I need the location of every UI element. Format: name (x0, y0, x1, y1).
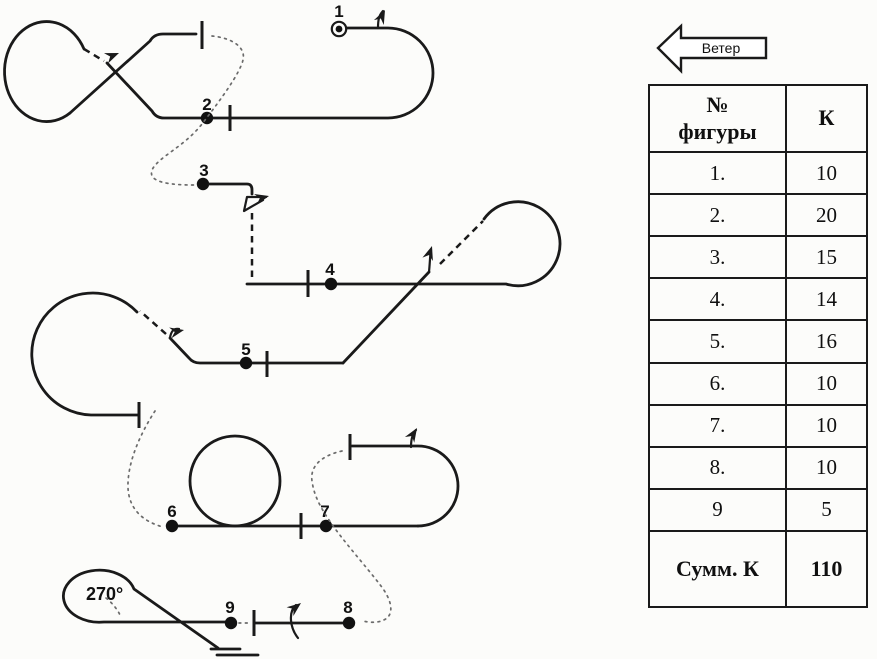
cell-figure: 4. (648, 277, 787, 322)
figure4-dashed-climb (439, 220, 484, 265)
table-row: 9 5 (648, 487, 868, 532)
figure5-arrow-icon (169, 327, 184, 339)
connector-5-6 (127, 410, 164, 528)
figure1-start-dot (335, 25, 343, 33)
figure7-arrow-icon (404, 428, 417, 443)
table-row: 2. 20 (648, 193, 868, 238)
figure9-start-dot (224, 616, 238, 630)
figure1-path (229, 26, 435, 120)
figure6-start-dot (165, 519, 179, 533)
figure-7: 7 (319, 428, 460, 533)
figure7-turn-path (350, 444, 460, 528)
cell-k: 10 (785, 445, 868, 490)
turn-angle-label: 270° (86, 584, 123, 604)
figure3-label: 3 (199, 161, 208, 180)
figure5-start-dot (239, 356, 253, 370)
wind-arrow-icon (656, 23, 768, 74)
figure5-entry-line (168, 336, 345, 365)
figure1-arrow-icon (373, 10, 385, 25)
figure2-dashdot-segment (83, 47, 105, 63)
table-row: 1. 10 (648, 151, 868, 196)
figure2-label: 2 (202, 95, 211, 114)
cell-figure: 5. (648, 319, 787, 364)
wind-indicator: Ветер (656, 23, 768, 74)
figure7-label: 7 (320, 502, 329, 521)
table-total-row: Сумм. К 110 (648, 529, 868, 609)
table-row: 7. 10 (648, 403, 868, 448)
figure2-lower-diagonal (105, 61, 233, 120)
figure2-upper-diagonal (68, 32, 198, 115)
figure3-start-dot (196, 177, 210, 191)
figure8-roll-arrow-icon (286, 603, 301, 616)
table-row: 5. 16 (648, 319, 868, 364)
figure8-start-dot (342, 616, 356, 630)
connector-7-8 (310, 450, 392, 624)
total-value: 110 (785, 529, 868, 609)
cell-k: 10 (785, 403, 868, 448)
figure9-label: 9 (225, 598, 234, 617)
figure9-line-and-turn (62, 568, 228, 650)
cell-figure: 6. (648, 361, 787, 406)
figure6-label: 6 (167, 502, 176, 521)
k-factor-table: № фигуры К 1. 10 2. 20 3. 15 4. 14 5. 16… (648, 83, 868, 609)
figure-9: 9 270° (62, 568, 260, 657)
wind-label: Ветер (702, 40, 741, 56)
cell-k: 20 (785, 193, 868, 238)
figure-1: 1 (229, 2, 435, 120)
table-row: 4. 14 (648, 277, 868, 322)
figure5-dashed-segment (139, 310, 167, 335)
figure3-flag-arrow-icon (254, 194, 269, 205)
figure4-arrow-icon (422, 246, 433, 262)
figure4-climb-diagonal (341, 270, 431, 365)
figure7-start-dot (319, 519, 333, 533)
figure-5: 5 (30, 291, 345, 428)
cell-figure: 1. (648, 151, 787, 196)
cell-k: 10 (785, 151, 868, 196)
figure5-label: 5 (241, 340, 250, 359)
figure1-start-ring (330, 20, 348, 38)
cell-k: 5 (785, 487, 868, 532)
figure9-turn-direction-dotted (105, 597, 122, 618)
cell-figure: 2. (648, 193, 787, 238)
header-figure-number: № фигуры (648, 83, 787, 154)
figure-8: 8 (252, 598, 356, 640)
figure4-start-dot (324, 277, 338, 291)
cell-figure: 9 (648, 487, 787, 532)
figure-2: 2 (3, 20, 233, 131)
cell-k: 16 (785, 319, 868, 364)
cell-k: 14 (785, 277, 868, 322)
figure5-loop (30, 291, 141, 417)
figure1-label: 1 (334, 2, 343, 21)
figure3-entry-line (207, 182, 254, 196)
cell-figure: 7. (648, 403, 787, 448)
figure2-loop (3, 20, 86, 123)
table-header-row: № фигуры К (648, 83, 868, 154)
figure-4: 4 (245, 200, 562, 365)
figure-6: 6 (165, 434, 420, 539)
cell-k: 10 (785, 361, 868, 406)
figure8-label: 8 (343, 598, 352, 617)
figure6-loop (188, 434, 282, 528)
cell-figure: 8. (648, 445, 787, 490)
figure-3: 3 (196, 161, 269, 281)
figure4-label: 4 (325, 260, 335, 279)
total-label: Сумм. К (648, 529, 787, 609)
figure4-line-and-loop (245, 200, 562, 288)
table-row: 8. 10 (648, 445, 868, 490)
table-row: 3. 15 (648, 235, 868, 280)
header-k: К (785, 83, 868, 154)
cell-figure: 3. (648, 235, 787, 280)
cell-k: 15 (785, 235, 868, 280)
table-row: 6. 10 (648, 361, 868, 406)
figure2-arrow-icon (103, 53, 119, 64)
